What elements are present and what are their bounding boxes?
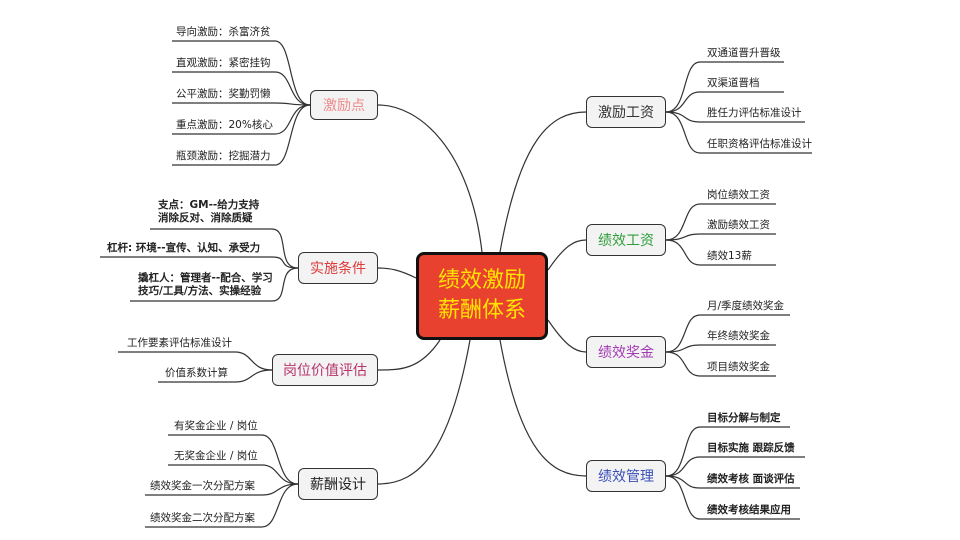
branch-label: 激励点 — [323, 98, 365, 114]
branch-label: 绩效管理 — [598, 469, 654, 485]
performance-wage-curve-2 — [665, 233, 701, 241]
salary-design-curve-4 — [261, 483, 299, 528]
leaf-position-1[interactable]: 工作要素评估标准设计 — [127, 337, 232, 349]
center-link-incentive-point — [377, 104, 483, 253]
branch-performance-mgmt[interactable]: 绩效管理 — [586, 460, 666, 492]
incentive-point-curve-1 — [274, 40, 311, 106]
performance-mgmt-curve-4 — [665, 475, 701, 520]
leaf-incentive-1[interactable]: 导向激励：杀富济贫 — [176, 26, 271, 38]
leaf-incentive-3[interactable]: 公平激励：奖勤罚懒 — [176, 88, 271, 100]
leaf-impl-1[interactable]: 支点：GM--给力支持 消除反对、消除质疑 — [158, 199, 260, 224]
branch-label: 激励工资 — [598, 105, 654, 121]
leaf-salary-2[interactable]: 无奖金企业 / 岗位 — [174, 450, 258, 462]
branch-salary-design[interactable]: 薪酬设计 — [298, 468, 378, 500]
leaf-wage-2[interactable]: 双渠道晋档 — [707, 77, 760, 89]
center-link-position-value — [377, 339, 441, 371]
leaf-mgmt-4[interactable]: 绩效考核结果应用 — [707, 504, 791, 516]
center-title-line2: 薪酬体系 — [437, 298, 526, 323]
leaf-impl-2[interactable]: 杠杆: 环境--宣传、认知、承受力 — [107, 242, 261, 254]
position-value-curve-1 — [234, 351, 273, 371]
performance-bonus-curve-2 — [665, 344, 701, 353]
branch-incentive-point[interactable]: 激励点 — [310, 90, 378, 120]
leaf-mgmt-1[interactable]: 目标分解与制定 — [707, 412, 781, 424]
center-title-line1: 绩效激励 — [437, 268, 526, 293]
implementation-curve-3 — [271, 267, 299, 302]
branch-performance-bonus[interactable]: 绩效奖金 — [586, 336, 666, 368]
leaf-incentive-4[interactable]: 重点激励：20%核心 — [176, 119, 273, 131]
performance-wage-curve-1 — [665, 203, 701, 241]
performance-bonus-curve-1 — [665, 314, 701, 353]
leaf-bonus-2[interactable]: 年终绩效奖金 — [707, 330, 770, 342]
leaf-perf-wage-1[interactable]: 岗位绩效工资 — [707, 189, 770, 201]
incentive-point-curve-2 — [274, 71, 311, 106]
center-link-salary-design — [377, 339, 471, 485]
center-link-performance-wage — [547, 239, 587, 271]
branch-label: 绩效工资 — [598, 233, 654, 249]
incentive-point-curve-5 — [274, 104, 311, 166]
center-link-performance-mgmt — [499, 339, 587, 477]
leaf-incentive-2[interactable]: 直观激励：紧密挂钩 — [176, 57, 271, 69]
center-link-implementation — [377, 267, 417, 279]
position-value-curve-2 — [234, 369, 273, 383]
leaf-mgmt-3[interactable]: 绩效考核 面谈评估 — [707, 473, 795, 485]
center-link-performance-bonus — [547, 319, 587, 353]
branch-label: 实施条件 — [310, 261, 366, 277]
implementation-curve-1 — [271, 228, 299, 269]
leaf-mgmt-2[interactable]: 目标实施 跟踪反馈 — [707, 442, 795, 454]
leaf-position-2[interactable]: 价值系数计算 — [165, 367, 228, 379]
leaf-wage-3[interactable]: 胜任力评估标准设计 — [707, 107, 802, 119]
performance-mgmt-curve-1 — [665, 426, 701, 477]
salary-design-curve-2 — [261, 464, 299, 485]
leaf-perf-wage-2[interactable]: 激励绩效工资 — [707, 219, 770, 231]
center-link-incentive-wage — [499, 111, 587, 253]
incentive-wage-curve-4 — [665, 111, 701, 154]
incentive-wage-curve-1 — [665, 61, 701, 113]
performance-mgmt-curve-3 — [665, 475, 701, 489]
incentive-wage-curve-2 — [665, 91, 701, 113]
branch-incentive-wage[interactable]: 激励工资 — [586, 96, 666, 128]
leaf-incentive-5[interactable]: 瓶颈激励：挖掘潜力 — [176, 150, 271, 162]
branch-implementation[interactable]: 实施条件 — [298, 252, 378, 284]
leaf-salary-3[interactable]: 绩效奖金一次分配方案 — [150, 480, 255, 492]
branch-label: 薪酬设计 — [310, 477, 366, 493]
leaf-bonus-3[interactable]: 项目绩效奖金 — [707, 361, 770, 373]
branch-label: 绩效奖金 — [598, 345, 654, 361]
leaf-impl-3[interactable]: 撬杠人：管理者--配合、学习 技巧/工具/方法、实操经验 — [138, 272, 273, 297]
leaf-bonus-1[interactable]: 月/季度绩效奖金 — [707, 300, 785, 312]
center-node[interactable]: 绩效激励 薪酬体系 — [416, 252, 548, 340]
implementation-curve-2 — [271, 256, 299, 269]
leaf-salary-4[interactable]: 绩效奖金二次分配方案 — [150, 512, 255, 524]
salary-design-curve-1 — [261, 434, 299, 485]
performance-wage-curve-3 — [665, 239, 701, 266]
branch-label: 岗位价值评估 — [283, 363, 367, 379]
leaf-wage-1[interactable]: 双通道晋升晋级 — [707, 47, 781, 59]
performance-bonus-curve-3 — [665, 351, 701, 377]
branch-performance-wage[interactable]: 绩效工资 — [586, 224, 666, 256]
branch-position-value[interactable]: 岗位价值评估 — [272, 354, 378, 386]
performance-mgmt-curve-2 — [665, 456, 701, 477]
leaf-wage-4[interactable]: 任职资格评估标准设计 — [707, 138, 812, 150]
leaf-perf-wage-3[interactable]: 绩效13薪 — [707, 250, 752, 262]
leaf-salary-1[interactable]: 有奖金企业 / 岗位 — [174, 420, 258, 432]
